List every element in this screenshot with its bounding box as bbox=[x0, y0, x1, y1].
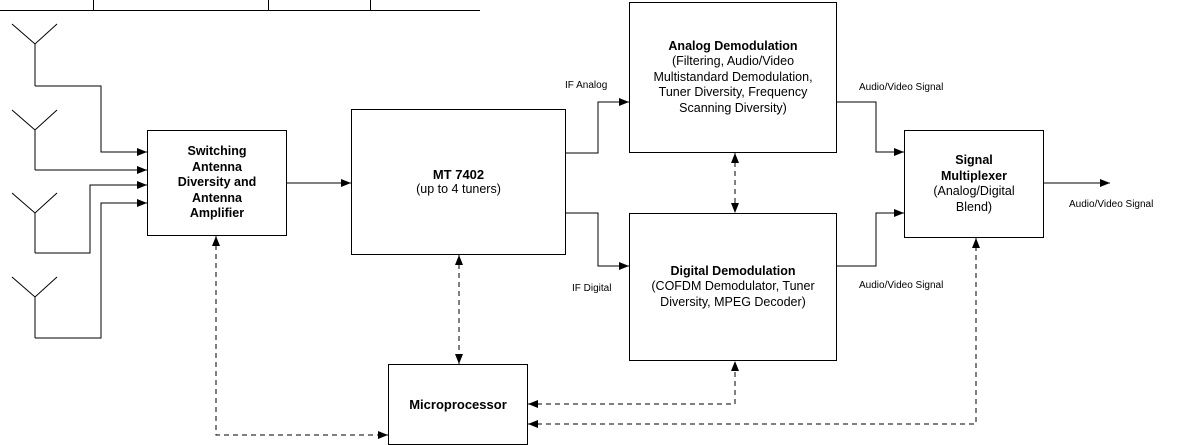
control-lines bbox=[212, 153, 980, 439]
micro-block-title: Microprocessor bbox=[409, 396, 507, 412]
mux-block-title: Signal Multiplexer bbox=[941, 153, 1007, 183]
top-rule bbox=[0, 0, 480, 11]
analog-block-title: Analog Demodulation bbox=[668, 38, 798, 53]
mux-block-subtitle: (Analog/Digital Blend) bbox=[933, 184, 1015, 214]
av-signal-output-label: Audio/Video Signal bbox=[1069, 199, 1154, 210]
av-signal-bottom-label: Audio/Video Signal bbox=[859, 280, 944, 291]
top-rule-tick bbox=[370, 0, 371, 10]
signal-multiplexer-block: Signal Multiplexer (Analog/Digital Blend… bbox=[904, 130, 1044, 238]
if-digital-label: IF Digital bbox=[572, 283, 612, 294]
switching-block-title: Switching Antenna Diversity and Antenna … bbox=[177, 144, 257, 221]
microprocessor-block: Microprocessor bbox=[388, 364, 528, 445]
antenna-icon bbox=[11, 109, 58, 170]
tuner-block-title: MT 7402 bbox=[432, 166, 485, 182]
antenna-icon bbox=[11, 23, 58, 86]
top-rule-tick bbox=[93, 0, 94, 10]
top-rule-tick bbox=[268, 0, 269, 10]
antenna-icon bbox=[11, 192, 58, 253]
analog-block-subtitle: (Filtering, Audio/Video Multistandard De… bbox=[653, 54, 813, 115]
digital-block-title: Digital Demodulation bbox=[670, 263, 796, 278]
tuner-block-subtitle: (up to 4 tuners) bbox=[416, 182, 501, 196]
digital-demodulation-block: Digital Demodulation (COFDM Demodulator,… bbox=[629, 213, 837, 361]
if-analog-label: IF Analog bbox=[565, 80, 608, 91]
antenna-icon bbox=[11, 276, 58, 338]
digital-block-subtitle: (COFDM Demodulator, Tuner Diversity, MPE… bbox=[651, 279, 815, 309]
av-signal-top-label: Audio/Video Signal bbox=[859, 82, 944, 93]
switching-antenna-block: Switching Antenna Diversity and Antenna … bbox=[147, 130, 287, 236]
analog-demodulation-block: Analog Demodulation (Filtering, Audio/Vi… bbox=[629, 2, 837, 153]
tuner-block: MT 7402 (up to 4 tuners) bbox=[351, 109, 566, 255]
antenna-feed-lines bbox=[35, 85, 147, 339]
